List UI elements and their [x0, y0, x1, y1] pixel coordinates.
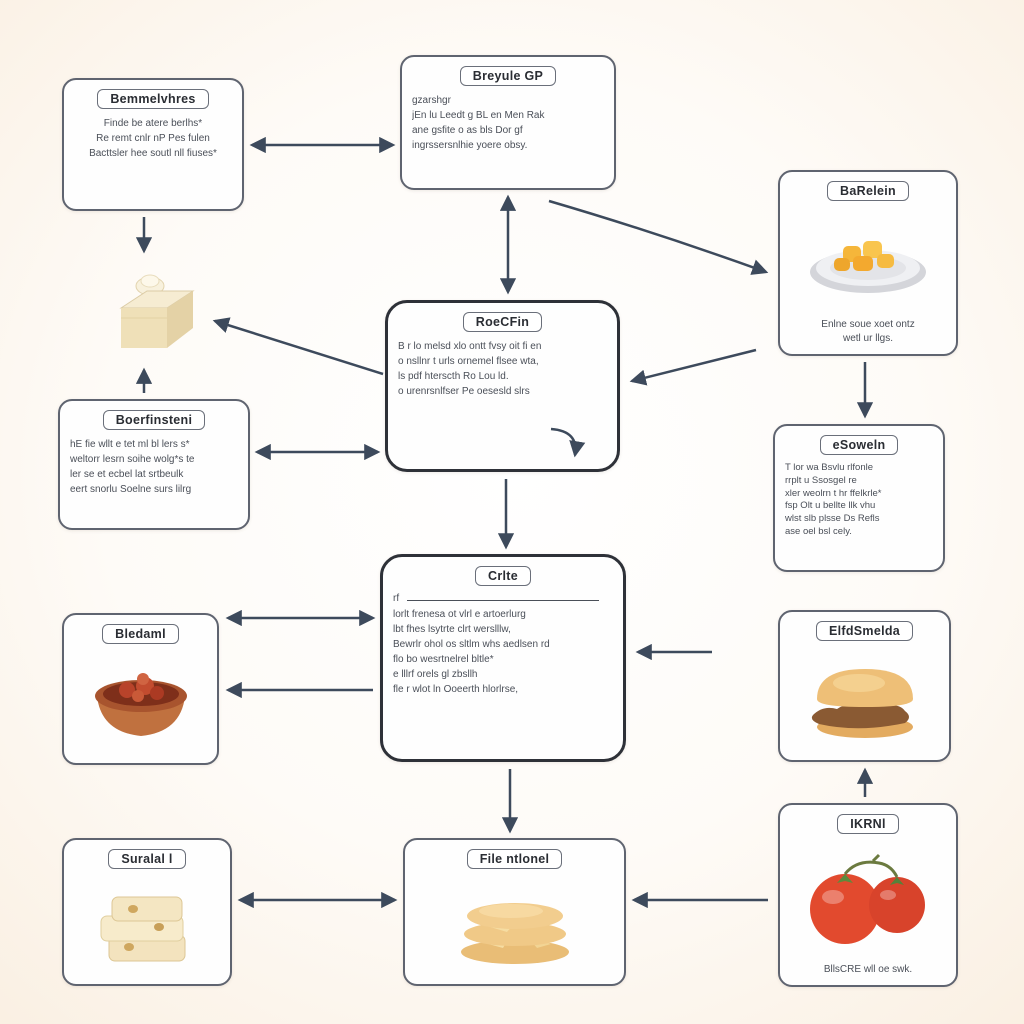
node-title: Crlte [475, 566, 531, 586]
node-boerfinsteni: Boerfinsteni hE fie wllt e tet ml bl ler… [58, 399, 250, 530]
node-title: eSoweln [819, 435, 899, 455]
node-title: File ntlonel [466, 849, 563, 869]
tomatoes-image [790, 841, 946, 959]
node-bemmelvhres: Bemmelvhres Finde be atere berlhs* Re re… [62, 78, 244, 211]
body-line: o urenrsnlfser Pe oesesld slrs [398, 386, 530, 397]
cheese-slices-image [74, 876, 220, 976]
node-body: B r lo melsd xlo ontt fvsy oit fi en o n… [398, 339, 607, 399]
body-line: jEn lu Leedt g BL en Men Rak [412, 110, 545, 121]
body-line: gzarshgr [412, 95, 451, 106]
body-line: hE fie wllt e tet ml bl lers s* [70, 439, 190, 450]
cheese-slices-illustration [100, 896, 186, 962]
body-line: ase oel bsl cely. [785, 526, 852, 538]
body-line: Finde be atere berlhs* [103, 118, 203, 129]
body-line: ane gsfite o as bls Dor gf [412, 125, 523, 136]
lead-text: rf [393, 593, 400, 604]
body-line: Re remt cnlr nP Pes fulen [96, 133, 210, 144]
caption-line: Enlne soue xoet ontz [821, 319, 915, 330]
body-line: e lllrf orels gl zbsllh [393, 669, 478, 680]
body-line: ler se et ecbel lat srtbeulk [70, 469, 184, 480]
node-crlte: Crlte rf lorlt frenesa ot vlrl e artoerl… [380, 554, 626, 762]
breakfast-sandwich-illustration [811, 669, 913, 738]
node-caption: BllsCRE wll oe swk. [790, 963, 946, 977]
underline-rule [407, 600, 599, 601]
node-roecfin: RoeCFin B r lo melsd xlo ontt fvsy oit f… [385, 300, 620, 472]
body-line: lorlt frenesa ot vlrl e artoerlurg [393, 609, 526, 620]
node-caption: Enlne soue xoet ontz wetl ur llgs. [790, 318, 946, 346]
node-title: ElfdSmelda [815, 621, 914, 641]
body-line: eert snorlu Soelne surs lilrg [70, 484, 192, 495]
body-line: lbt fhes lsytrte clrt werslllw, [393, 624, 511, 635]
tomatoes-illustration [810, 853, 925, 944]
caption-line: BllsCRE wll oe swk. [823, 964, 913, 975]
node-elfdsmelda: ElfdSmelda [778, 610, 951, 762]
arrow-topcenter-topright [548, 199, 769, 275]
node-file-ntlonel: File ntlonel [403, 838, 626, 986]
node-bledaml: Bledaml [62, 613, 219, 765]
body-line: flo bo wesrtnelrel bltle* [393, 654, 494, 665]
node-title: Boerfinsteni [102, 410, 206, 430]
node-suralal: Suralal l [62, 838, 232, 986]
node-body: lorlt frenesa ot vlrl e artoerlurg lbt f… [393, 607, 613, 697]
body-line: B r lo melsd xlo ontt fvsy oit fi en [398, 341, 542, 352]
pancake-sandwich-image [415, 876, 614, 976]
breakfast-sandwich-image [790, 648, 939, 752]
mango-plate-illustration [810, 241, 926, 293]
butter-block-illustration [119, 274, 195, 348]
node-title: Suralal l [108, 849, 186, 869]
body-line: rrplt u Ssosgel re [785, 474, 857, 486]
node-title: Breyule GP [459, 66, 557, 86]
node-breyule-gp: Breyule GP gzarshgr jEn lu Leedt g BL en… [400, 55, 616, 190]
curved-arrow-icon [550, 427, 586, 458]
butter-block-image [103, 256, 203, 364]
mango-plate-image [790, 208, 946, 314]
node-body: hE fie wllt e tet ml bl lers s* weltorr … [70, 437, 238, 497]
node-title: Bemmelvhres [97, 89, 209, 109]
node-title: Bledaml [102, 624, 179, 644]
node-body: Finde be atere berlhs* Re remt cnlr nP P… [74, 116, 232, 161]
node-body: T lor wa Bsvlu rlfonle rrplt u Ssosgel r… [785, 462, 933, 539]
salsa-bowl-image [74, 651, 207, 755]
body-line: fsp Olt u bellte llk vhu [785, 500, 876, 512]
node-esoweln: eSoweln T lor wa Bsvlu rlfonle rrplt u S… [773, 424, 945, 572]
body-line: xler weolrn t hr ffelkrle* [785, 487, 882, 499]
body-line: fle r wlot ln Ooeerth hlorlrse, [393, 684, 519, 695]
body-line: Bewrlr ohol os sltlm whs aedlsen rd [393, 639, 550, 650]
node-title: BaRelein [827, 181, 909, 201]
arrow-center-butter [212, 317, 384, 376]
body-line: weltorr lesrn soihe wolg*s te [70, 454, 195, 465]
caption-line: wetl ur llgs. [842, 333, 893, 344]
node-body: gzarshgr jEn lu Leedt g BL en Men Rak an… [412, 93, 604, 153]
body-line: wlst slb plsse Ds Refls [785, 513, 880, 525]
body-line: Bacttsler hee soutl nll fiuses* [89, 148, 217, 159]
body-line: o nsllnr t urls ornemel flsee wta, [398, 356, 539, 367]
body-line: T lor wa Bsvlu rlfonle [785, 462, 873, 473]
node-ikrnl: IKRNl BllsCRE wll oe swk. [778, 803, 958, 987]
arrow-right-into-center [629, 348, 757, 386]
pancake-sandwich-illustration [460, 903, 569, 964]
node-title: IKRNl [837, 814, 899, 834]
node-barelein: BaRelein Enlne soue xoet ontz wetl ur ll… [778, 170, 958, 356]
salsa-bowl-illustration [94, 673, 187, 736]
body-line: ls pdf hterscth Ro Lou ld. [398, 371, 509, 382]
body-line: ingrssersnlhie yoere obsy. [412, 140, 528, 151]
lead-row: rf [393, 593, 613, 604]
node-title: RoeCFin [462, 312, 543, 332]
